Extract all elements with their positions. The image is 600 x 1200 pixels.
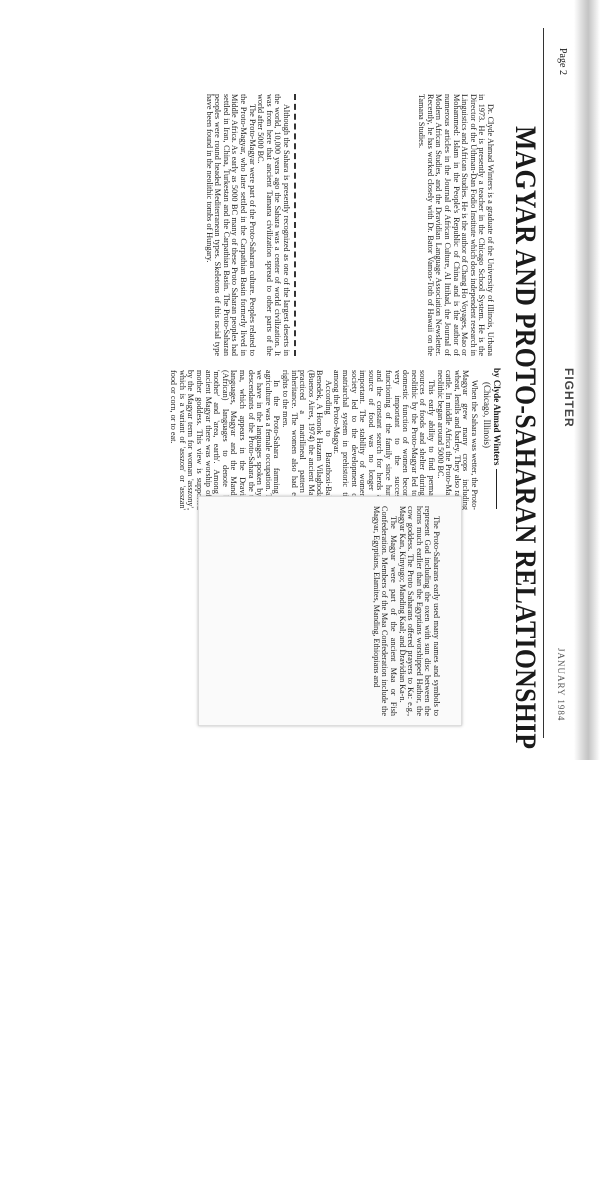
page-number: Page 2 (557, 48, 568, 75)
paragraph: In the Proto-Sahara farming or agricultu… (169, 370, 282, 510)
rotated-newspaper-page: Page 2 FIGHTER JANUARY 1984 MAGYAR AND P… (30, 28, 590, 750)
article-headline: MAGYAR AND PROTO-SAHARAN RELATIONSHIP (509, 126, 542, 750)
page-header: Page 2 FIGHTER JANUARY 1984 (543, 28, 590, 738)
author-location: (Chicago, Illinois) (482, 382, 492, 448)
article-column-3: The Proto-Saharans early used many names… (220, 506, 440, 716)
paragraph: The Proto-Saharans early used many names… (397, 506, 440, 716)
article-column-1: Although the Sahara is presently recogni… (40, 94, 290, 356)
article-column-2: When the Sahara was wetter, the Proto-Ma… (58, 370, 478, 510)
byline-rule (495, 469, 497, 510)
issue-date: JANUARY 1984 (556, 648, 566, 722)
paragraph: This early ability to find permanent sou… (332, 370, 437, 510)
scan-edge-shadow (574, 0, 600, 760)
paragraph: The Magyar were part of the ancient Maa … (371, 506, 399, 716)
paragraph: When the Sahara was wetter, the Proto-Ma… (435, 370, 478, 510)
byline: by Clyde Ahmad Winters (Chicago, Illinoi… (482, 368, 502, 538)
paragraph: Although the Sahara is presently recogni… (256, 94, 290, 356)
paragraph: According to Barathosi-Balogh Benedek, A… (280, 370, 333, 510)
publication-name: FIGHTER (562, 368, 576, 428)
paragraph: The Proto-Magyar were part of the Proto-… (204, 94, 257, 356)
author-name: by Clyde Ahmad Winters (492, 368, 502, 466)
author-bio-box: Dr. Clyde Ahmad Winters is a graduate of… (294, 94, 498, 356)
bio-paragraph: Dr. Clyde Ahmad Winters is a graduate of… (417, 94, 495, 356)
